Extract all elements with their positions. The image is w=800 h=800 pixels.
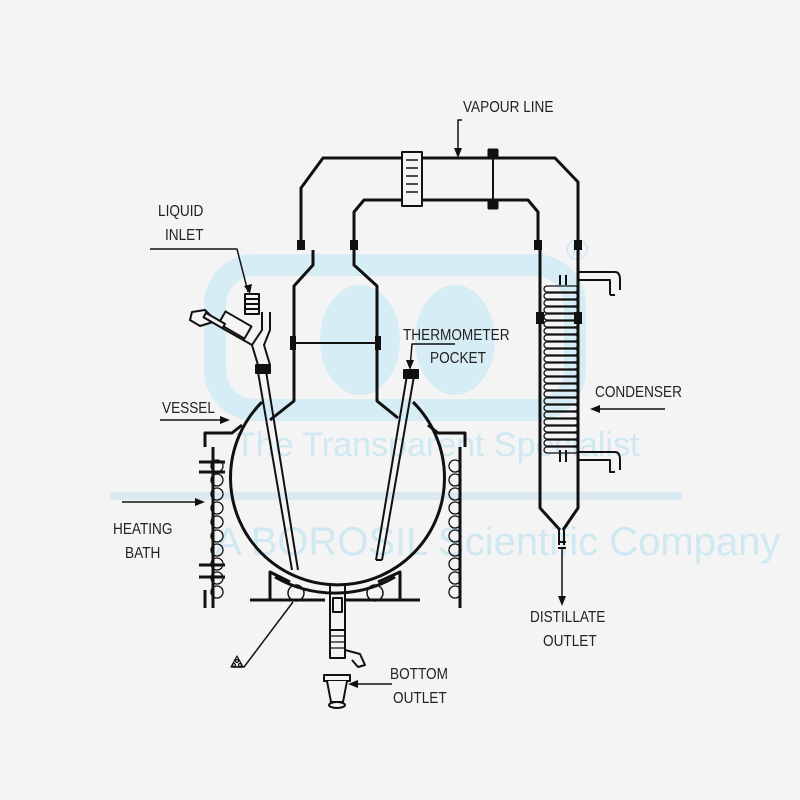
heating-coil-turn: [448, 529, 462, 543]
condenser-coil-turn: [543, 320, 579, 328]
heating-coil-turn: [210, 487, 224, 501]
heating-coil-turn: [448, 571, 462, 585]
condenser-coil-turn: [543, 334, 579, 342]
condenser-coil-turn: [543, 439, 579, 447]
condenser-coil-turn: [543, 313, 579, 321]
label-heating-line1: HEATING: [113, 521, 173, 538]
bottom-outlet-valve: [323, 585, 366, 709]
heating-coil-turn: [210, 543, 224, 557]
heating-coils: [210, 459, 462, 599]
condenser-coil-turn: [543, 432, 579, 440]
heating-coil-turn: [210, 571, 224, 585]
heating-coil-turn: [210, 515, 224, 529]
condenser-coil-turn: [543, 446, 579, 454]
heating-coil-turn: [210, 557, 224, 571]
condenser-coil-turn: [543, 383, 579, 391]
condenser-coil-turn: [543, 362, 579, 370]
label-liquid-inlet-line2: INLET: [165, 227, 204, 244]
condenser-coil-turn: [543, 292, 579, 300]
label-distillate-line1: DISTILLATE: [530, 609, 606, 626]
condenser-coil-turn: [543, 369, 579, 377]
heating-coil-turn: [448, 459, 462, 473]
heating-coil-turn: [210, 501, 224, 515]
condenser-coil-turn: [543, 411, 579, 419]
condenser-coil-turn: [543, 348, 579, 356]
condenser-coil-turn: [543, 285, 579, 293]
condenser-coil-turn: [543, 327, 579, 335]
label-condenser: CONDENSER: [595, 384, 682, 401]
reference-symbol-icon: [230, 655, 244, 668]
heating-coil-turn: [448, 473, 462, 487]
label-vessel: VESSEL: [162, 400, 215, 417]
heating-coil-turn: [448, 501, 462, 515]
condenser-coil: [543, 285, 579, 454]
label-thermometer-line1: THERMOMETER: [403, 327, 510, 344]
condenser-coil-turn: [543, 397, 579, 405]
heating-coil-turn: [448, 585, 462, 599]
condenser-coil-turn: [543, 341, 579, 349]
label-vapour-line: VAPOUR LINE: [463, 99, 554, 116]
condenser-coil-turn: [543, 355, 579, 363]
label-bottom-line1: BOTTOM: [390, 666, 448, 683]
label-distillate-line2: OUTLET: [543, 633, 597, 650]
watermark-company: A BOROSIL Scientific Company: [215, 520, 781, 564]
vapour-line-pipe: [297, 148, 582, 250]
label-bottom-line2: OUTLET: [393, 690, 447, 707]
condenser-coil-turn: [543, 376, 579, 384]
heating-coil-turn: [210, 473, 224, 487]
condenser-coil-turn: [543, 390, 579, 398]
heating-coil-turn: [448, 487, 462, 501]
heating-coil-turn: [210, 459, 224, 473]
condenser-coil-turn: [543, 299, 579, 307]
condenser-coil-turn: [543, 425, 579, 433]
label-liquid-inlet-line1: LIQUID: [158, 203, 204, 220]
liquid-inlet-fitting: [189, 293, 299, 571]
vessel: [229, 250, 446, 587]
heating-coil-turn: [448, 543, 462, 557]
heating-coil-turn: [210, 585, 224, 599]
label-thermometer-line2: POCKET: [430, 350, 486, 367]
condenser-coil-turn: [543, 418, 579, 426]
heating-coil-turn: [448, 557, 462, 571]
condenser-coil-turn: [543, 306, 579, 314]
arrow-heads: [195, 148, 600, 688]
condenser-coil-turn: [543, 404, 579, 412]
thermometer-pocket: [375, 369, 419, 561]
heating-coil-turn: [210, 529, 224, 543]
heating-coil-turn: [448, 515, 462, 529]
label-heating-line2: BATH: [125, 545, 161, 562]
